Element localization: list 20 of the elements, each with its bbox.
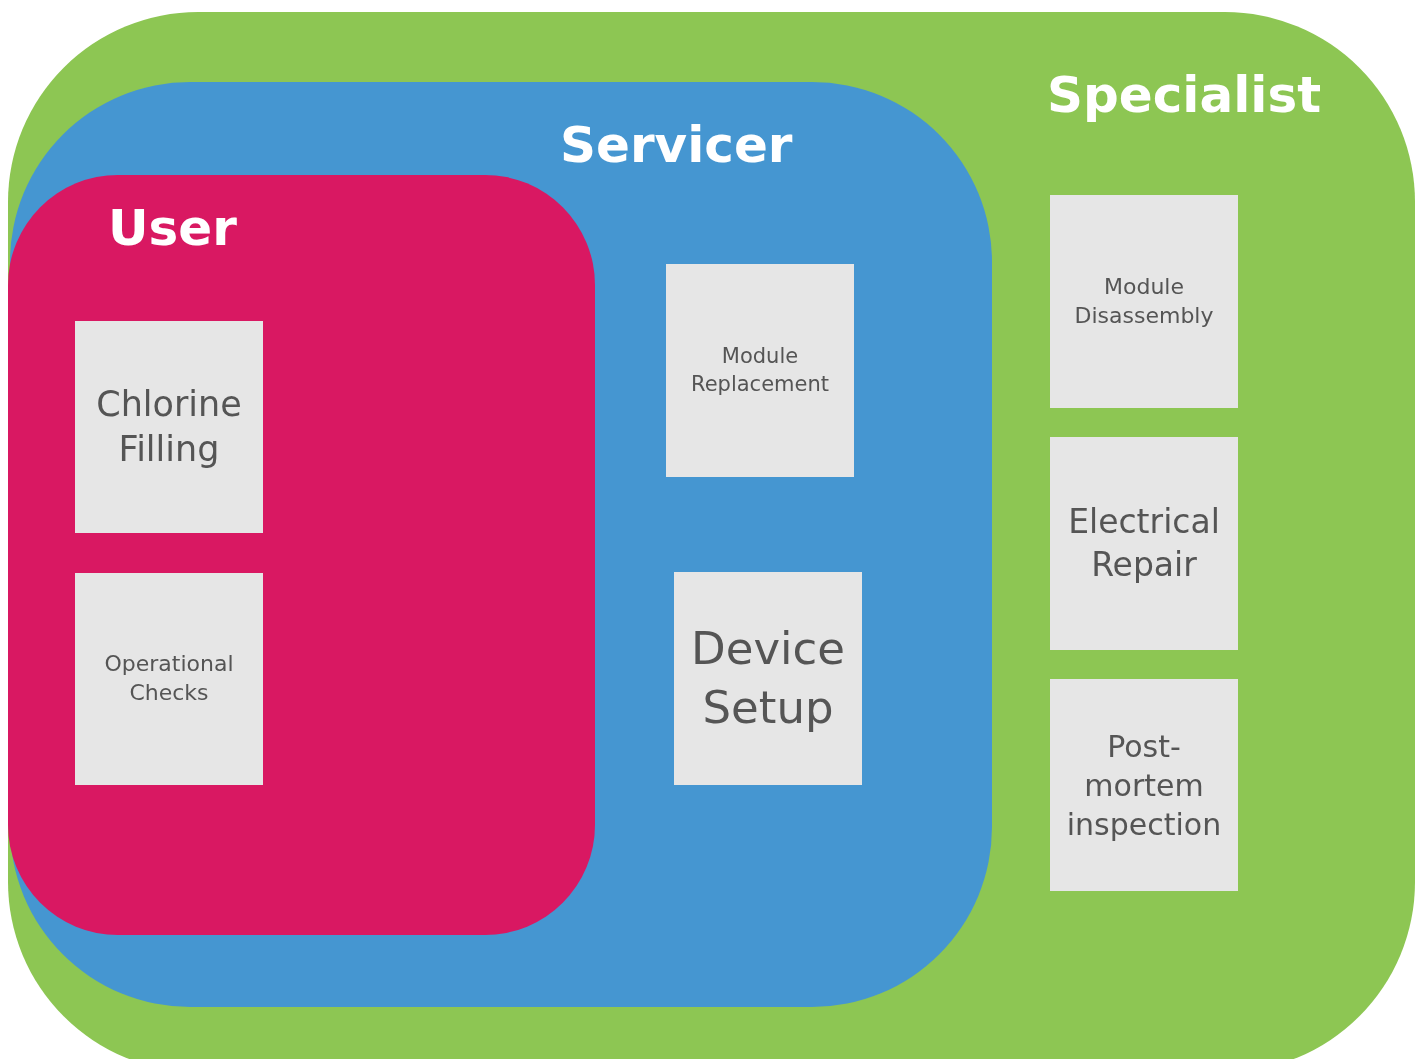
task-label: Module Disassembly — [1073, 272, 1215, 330]
role-heading: User — [108, 203, 237, 253]
task-box — [674, 572, 862, 785]
task-label: Post-mortem inspection — [1065, 727, 1223, 844]
task-box — [1050, 679, 1238, 891]
role-panel — [8, 175, 595, 935]
task-box — [1050, 437, 1238, 650]
task-label: Module Replacement — [690, 343, 830, 398]
role-heading: Servicer — [560, 120, 793, 170]
task-box — [75, 321, 263, 533]
task-label: Operational Checks — [103, 650, 235, 707]
task-box — [666, 264, 854, 477]
task-box — [75, 573, 263, 785]
role-heading: Specialist — [1047, 70, 1322, 120]
task-box — [1050, 195, 1238, 408]
task-label: Chlorine Filling — [95, 382, 243, 471]
task-label: Device Setup — [690, 621, 846, 736]
role-panel — [10, 82, 992, 1007]
role-panel — [8, 12, 1415, 1059]
task-label: Electrical Repair — [1067, 500, 1221, 586]
